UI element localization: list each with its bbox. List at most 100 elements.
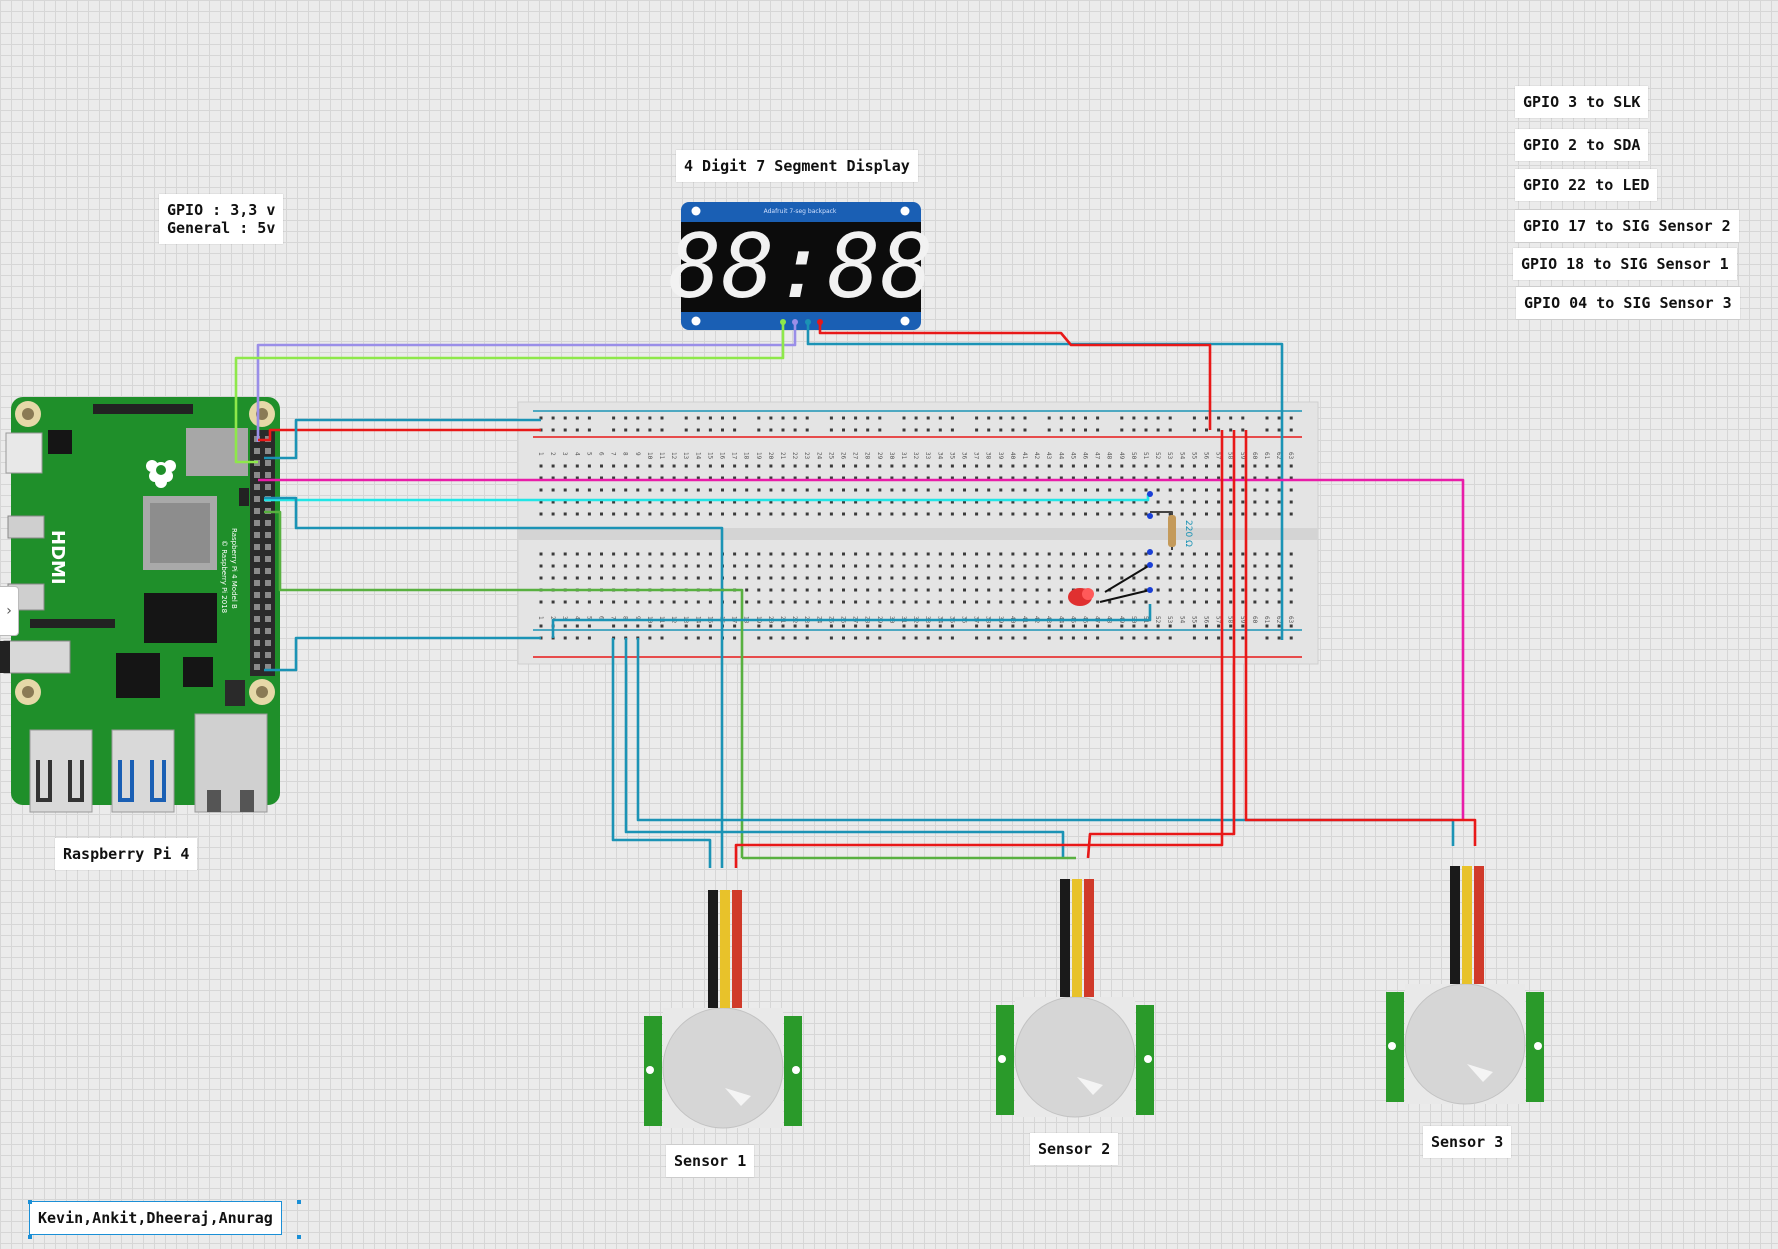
svg-text:27: 27 [852,452,859,460]
svg-text:10: 10 [646,452,653,460]
svg-text:56: 56 [1203,452,1210,460]
svg-text:21: 21 [779,452,786,460]
svg-text:46: 46 [1082,452,1089,460]
svg-text:42: 42 [1033,452,1040,460]
svg-text:2: 2 [549,452,556,456]
chevron-right-icon: › [6,603,12,619]
svg-text:1: 1 [537,452,544,456]
svg-text:9: 9 [634,616,641,620]
svg-text:3: 3 [561,616,568,620]
sensor-1[interactable] [644,890,802,1129]
svg-text:40: 40 [1009,452,1016,460]
svg-text:24: 24 [815,452,822,460]
svg-text:8: 8 [622,452,629,456]
gpio22-note: GPIO 22 to LED [1515,169,1658,201]
svg-text:15: 15 [706,452,713,460]
svg-text:18: 18 [743,452,750,460]
svg-text:23: 23 [803,452,810,460]
svg-text:62: 62 [1275,616,1282,624]
svg-text:34: 34 [936,452,943,460]
svg-text:47: 47 [1094,452,1101,460]
raspberry-logo [146,460,176,488]
svg-text:33: 33 [924,452,931,460]
gpio17-note: GPIO 17 to SIG Sensor 2 [1515,210,1739,242]
svg-text:28: 28 [864,452,871,460]
gpio18-note: GPIO 18 to SIG Sensor 1 [1513,248,1737,280]
svg-text:53: 53 [1166,452,1173,460]
svg-text:32: 32 [912,452,919,460]
svg-text:49: 49 [1118,452,1125,460]
svg-text:37: 37 [973,452,980,460]
svg-text:12: 12 [670,452,677,460]
sensor-2[interactable] [996,879,1154,1118]
svg-text:48: 48 [1106,452,1113,460]
svg-text:43: 43 [1045,452,1052,460]
svg-text:55: 55 [1190,452,1197,460]
svg-text:54: 54 [1178,452,1185,460]
svg-text:56: 56 [1203,616,1210,624]
svg-text:14: 14 [694,452,701,460]
svg-text:31: 31 [900,452,907,460]
svg-text:61: 61 [1263,452,1270,460]
svg-text:38: 38 [985,452,992,460]
svg-text:3: 3 [561,452,568,456]
gpio-voltage-note: GPIO : 3,3 v General : 5v [159,194,284,244]
svg-text:45: 45 [1069,452,1076,460]
svg-text:39: 39 [997,452,1004,460]
svg-text:51: 51 [1142,452,1149,460]
svg-text:44: 44 [1057,452,1064,460]
svg-text:6: 6 [598,452,605,456]
svg-text:Adafruit 7-seg backpack: Adafruit 7-seg backpack [764,208,837,215]
svg-text:30: 30 [888,452,895,460]
resistor-label: 220 Ω [1183,520,1193,547]
svg-text:17: 17 [731,452,738,460]
svg-text:62: 62 [1275,452,1282,460]
svg-text:22: 22 [791,452,798,460]
breadboard[interactable]: 1122334455667788991010111112121313141415… [517,401,1319,665]
red-led[interactable] [1068,588,1094,606]
svg-text:25: 25 [827,452,834,460]
svg-text:63: 63 [1287,452,1294,460]
svg-text:58: 58 [1227,452,1234,460]
svg-text:29: 29 [876,452,883,460]
svg-text:36: 36 [961,452,968,460]
resistor[interactable]: 220 Ω [1168,515,1193,547]
svg-text:59: 59 [1239,616,1246,624]
sensor-3[interactable] [1386,866,1544,1105]
svg-text:26: 26 [840,452,847,460]
svg-text:50: 50 [1130,452,1137,460]
svg-text:13: 13 [682,452,689,460]
gpio2-note: GPIO 2 to SDA [1515,129,1649,161]
sensor3-label: Sensor 3 [1423,1126,1512,1158]
svg-text:58: 58 [1227,616,1234,624]
svg-text:4: 4 [573,616,580,620]
authors-label[interactable]: Kevin,Ankit,Dheeraj,Anurag [29,1201,282,1235]
svg-text:11: 11 [658,452,665,460]
raspberry-pi-board[interactable]: HDMI Raspberry Pi 4 Model B © Raspberry … [0,397,280,813]
sensor1-label: Sensor 1 [666,1145,755,1177]
svg-text:63: 63 [1287,616,1294,624]
pi-model-text: Raspberry Pi 4 Model B [230,528,238,609]
svg-text:54: 54 [1178,616,1185,624]
svg-text:16: 16 [719,452,726,460]
svg-text:53: 53 [1166,616,1173,624]
svg-text:2: 2 [549,616,556,620]
sidebar-toggle-button[interactable]: › [0,586,19,636]
seven-segment-display[interactable]: Adafruit 7-seg backpack 88:88 [669,202,934,330]
svg-text:19: 19 [755,452,762,460]
svg-text:5: 5 [585,452,592,456]
svg-text:7: 7 [610,452,617,456]
svg-text:60: 60 [1251,452,1258,460]
svg-text:57: 57 [1215,616,1222,624]
svg-text:8: 8 [622,616,629,620]
display-title-label: 4 Digit 7 Segment Display [676,150,918,182]
svg-text:52: 52 [1154,452,1161,460]
gpio04-note: GPIO 04 to SIG Sensor 3 [1516,287,1740,319]
pi-label: Raspberry Pi 4 [55,838,198,870]
svg-text:9: 9 [634,452,641,456]
hdmi-label: HDMI [47,530,68,585]
svg-text:61: 61 [1263,616,1270,624]
svg-text:7: 7 [610,616,617,620]
svg-text:60: 60 [1251,616,1258,624]
